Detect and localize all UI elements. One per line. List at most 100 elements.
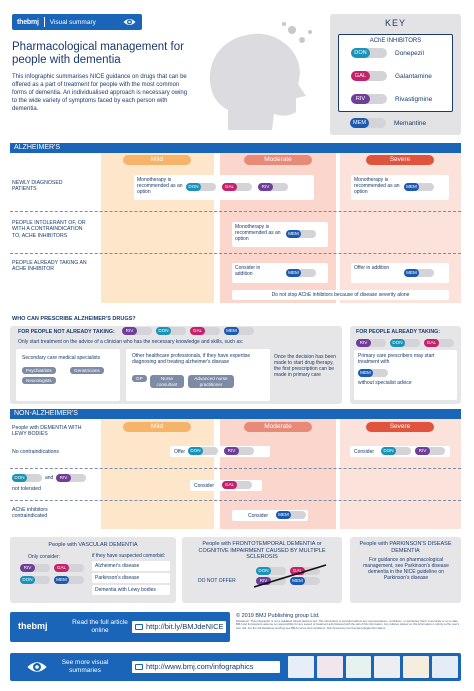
row-divider bbox=[10, 500, 461, 501]
rivastigmine-pill: RIV bbox=[351, 94, 387, 104]
ftd-don-pill: DON bbox=[256, 567, 286, 575]
do-not-stop-note: Do not stop AChE inhibitors because of d… bbox=[232, 290, 449, 300]
mild-header: Mild bbox=[123, 422, 191, 432]
mild-header: Mild bbox=[123, 155, 191, 165]
already-taking-title: FOR PEOPLE ALREADY TAKING: bbox=[356, 329, 441, 335]
comorbid-title: if they have suspected comorbid: bbox=[92, 553, 166, 559]
already-taking-severe-mem-pill: MEM bbox=[404, 269, 434, 277]
thumbnail[interactable] bbox=[288, 656, 314, 678]
thumbnail[interactable] bbox=[316, 656, 343, 678]
infographic-thumbnails[interactable] bbox=[288, 656, 458, 678]
primary-care-box: Primary care prescribers may start treat… bbox=[354, 350, 457, 400]
primary-care-text: Primary care prescribers may start treat… bbox=[358, 353, 435, 365]
newly-diagnosed-severe-cell: Monotherapy is recommended as an option bbox=[351, 175, 449, 200]
lewy-consider-riv-pill: RIV bbox=[415, 447, 445, 455]
not-already-taking-title: FOR PEOPLE NOT ALREADY TAKING: bbox=[18, 329, 115, 335]
read-article-bar: thebmj Read the full article online http… bbox=[10, 612, 230, 642]
newly-dx-severe-mem-pill: MEM bbox=[404, 183, 434, 191]
not-tolerated-gal-pill: GAL bbox=[222, 481, 252, 489]
presc-gal-pill: GAL bbox=[190, 327, 220, 335]
row-divider bbox=[10, 253, 461, 254]
already-don-pill: DON bbox=[390, 339, 420, 347]
severe-header: Severe bbox=[366, 422, 434, 432]
key-item-rivastigmine: RIV Rivastigmine bbox=[351, 94, 432, 104]
intro-text: This infographic summarises NICE guidanc… bbox=[12, 74, 188, 113]
brand-logo: thebmj bbox=[17, 18, 39, 26]
disclaimer-text: Disclaimer: This infographic is not a va… bbox=[236, 619, 460, 630]
parkinsons-text: For guidance on pharmacological manageme… bbox=[363, 557, 449, 581]
mild-column bbox=[101, 419, 214, 529]
newly-dx-riv-pill: RIV bbox=[258, 183, 288, 191]
and-text: and bbox=[45, 475, 54, 481]
ftd-title: People with FRONTOTEMPORAL DEMENTIA or C… bbox=[198, 541, 326, 560]
ftd-mem-pill: MEM bbox=[290, 577, 320, 585]
vasc-gal-pill: GAL bbox=[54, 564, 84, 572]
eye-icon bbox=[27, 662, 47, 672]
already-taking-moderate-mem-pill: MEM bbox=[286, 269, 316, 277]
contraindicated-consider-cell: Consider bbox=[232, 510, 308, 521]
secondary-care-title: Secondary care medical specialists bbox=[22, 355, 101, 361]
tag-psychiatrists: Psychiatrists bbox=[22, 367, 56, 374]
link-icon bbox=[135, 624, 143, 630]
infographics-url-link[interactable]: http://www.bmj.com/infographics bbox=[132, 661, 280, 673]
intolerant-moderate-cell: Monotherapy is recommended as an option bbox=[232, 222, 328, 247]
memantine-pill: MEM bbox=[350, 118, 386, 128]
row-divider bbox=[10, 211, 461, 212]
thumbnail[interactable] bbox=[374, 656, 401, 678]
lewy-offer-riv-pill: RIV bbox=[224, 447, 254, 455]
non-alzheimers-section-bar: NON-ALZHEIMER'S bbox=[10, 409, 461, 419]
already-taking-severe-cell: Offer in addition bbox=[351, 263, 449, 283]
visual-summaries-bar: See more visual summaries http://www.bmj… bbox=[10, 653, 461, 681]
copyright-line: © 2019 BMJ Publishing group Ltd. bbox=[236, 613, 320, 619]
parkinsons-panel: People with PARKINSON'S DISEASE DEMENTIA… bbox=[350, 537, 461, 603]
already-riv-pill: RIV bbox=[356, 339, 386, 347]
without-specialist-text: without specialist advice bbox=[358, 380, 412, 386]
offer-cell: Offer bbox=[170, 446, 270, 457]
not-tolerated-don-pill: DON bbox=[12, 474, 42, 482]
brand-bar: thebmj Visual summary bbox=[12, 14, 142, 30]
not-tolerated-riv-pill: RIV bbox=[56, 474, 86, 482]
alzheimers-section-bar: ALZHEIMER'S bbox=[10, 143, 461, 153]
row-label-lewy-bodies: People with DEMENTIA WITH LEWY BODIES bbox=[12, 425, 82, 438]
read-article-text: Read the full article online bbox=[72, 619, 128, 634]
donepezil-pill: DON bbox=[351, 48, 387, 58]
footer-brand-logo: thebmj bbox=[18, 621, 48, 631]
key-item-donepezil: DON Donepezil bbox=[351, 48, 424, 58]
newly-dx-gal-pill: GAL bbox=[222, 183, 252, 191]
tag-geriatricians: Geriatricians bbox=[70, 367, 104, 374]
row-label-already-taking: PEOPLE ALREADY TAKING AN AChE INHIBITOR bbox=[12, 260, 87, 273]
only-consider-text: Only consider: bbox=[28, 554, 60, 560]
see-more-text: See more visual summaries bbox=[61, 659, 109, 674]
lewy-offer-don-pill: DON bbox=[188, 447, 218, 455]
prescribers-heading: WHO CAN PRESCRIBE ALZHEIMER'S DRUGS? bbox=[12, 316, 136, 322]
vasc-mem-pill: MEM bbox=[54, 576, 84, 584]
thumbnail[interactable] bbox=[345, 656, 372, 678]
ache-inhibitors-title: AChE INHIBITORS bbox=[369, 38, 422, 44]
row-label-newly-diagnosed: NEWLY DIAGNOSED PATIENTS bbox=[12, 180, 63, 193]
already-taking-panel: FOR PEOPLE ALREADY TAKING: RIV DON GAL P… bbox=[350, 326, 461, 404]
presc-riv-pill: RIV bbox=[122, 327, 152, 335]
vasc-don-pill: DON bbox=[20, 576, 50, 584]
secondary-care-box: Secondary care medical specialists Psych… bbox=[16, 349, 120, 401]
key-title: KEY bbox=[384, 18, 406, 28]
head-silhouette-icon bbox=[209, 22, 312, 130]
row-label-intolerant: PEOPLE INTOLERANT OF, OR WITH A CONTRAIN… bbox=[12, 220, 86, 239]
thumbnail[interactable] bbox=[403, 656, 430, 678]
do-not-offer-text: DO NOT OFFER bbox=[198, 578, 236, 584]
tag-gp: GP bbox=[132, 375, 147, 382]
row-label-no-contraindications: No contraindications bbox=[12, 449, 60, 455]
other-professionals-box: Other healthcare professionals, if they … bbox=[126, 349, 270, 401]
thumbnail[interactable] bbox=[432, 656, 458, 678]
intolerant-mem-pill: MEM bbox=[286, 230, 316, 238]
key-panel: KEY AChE INHIBITORS DON Donepezil GAL Ga… bbox=[330, 14, 461, 135]
contraindicated-mem-pill: MEM bbox=[276, 511, 306, 519]
comorbid-alzheimers: Alzheimer's disease bbox=[92, 561, 170, 571]
comorbid-parkinsons: Parkinson's disease bbox=[92, 573, 170, 583]
brand-subtitle: Visual summary bbox=[49, 18, 96, 26]
severe-column bbox=[340, 419, 461, 529]
already-gal-pill: GAL bbox=[424, 339, 454, 347]
presc-mem-pill: MEM bbox=[224, 327, 254, 335]
comorbid-lewy-bodies: Dementia with Lewy bodies bbox=[92, 585, 170, 595]
article-url-link[interactable]: http://bit.ly/BMJdeNICE bbox=[132, 621, 226, 633]
